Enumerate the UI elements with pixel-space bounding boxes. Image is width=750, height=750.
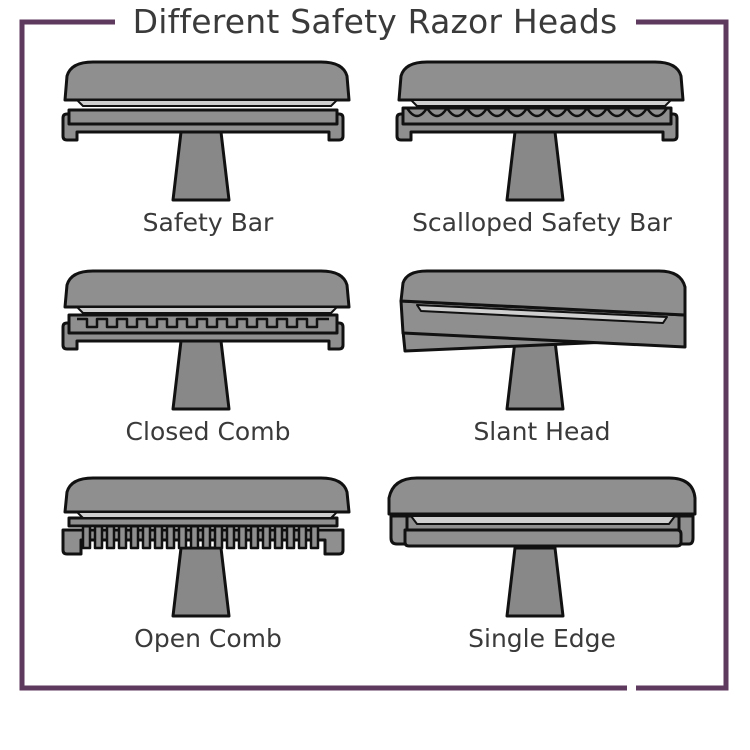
- single-edge-razor-icon: [387, 476, 697, 618]
- razor-label-safety-bar: Safety Bar: [142, 208, 274, 237]
- razor-card-closed-comb: Closed Comb: [43, 261, 373, 466]
- closed-comb-razor-icon: [61, 269, 351, 411]
- razor-card-safety-bar: Safety Bar: [43, 52, 373, 257]
- razor-label-closed-comb: Closed Comb: [125, 417, 291, 446]
- razor-label-slant-head: Slant Head: [473, 417, 611, 446]
- razor-card-scalloped-safety-bar: Scalloped Safety Bar: [377, 52, 707, 257]
- razor-label-scalloped-safety-bar: Scalloped Safety Bar: [412, 208, 672, 237]
- scalloped-safety-bar-razor-icon: [395, 60, 685, 202]
- razor-card-open-comb: Open Comb: [43, 468, 373, 673]
- razor-label-single-edge: Single Edge: [468, 624, 616, 653]
- open-comb-razor-icon: [61, 476, 351, 618]
- razor-label-open-comb: Open Comb: [134, 624, 282, 653]
- diagram-title: Different Safety Razor Heads: [115, 0, 635, 44]
- slant-head-razor-icon: [399, 269, 687, 411]
- safety-bar-razor-icon: [61, 60, 351, 202]
- razor-card-slant-head: Slant Head: [377, 261, 707, 466]
- razor-card-single-edge: Single Edge: [377, 468, 707, 673]
